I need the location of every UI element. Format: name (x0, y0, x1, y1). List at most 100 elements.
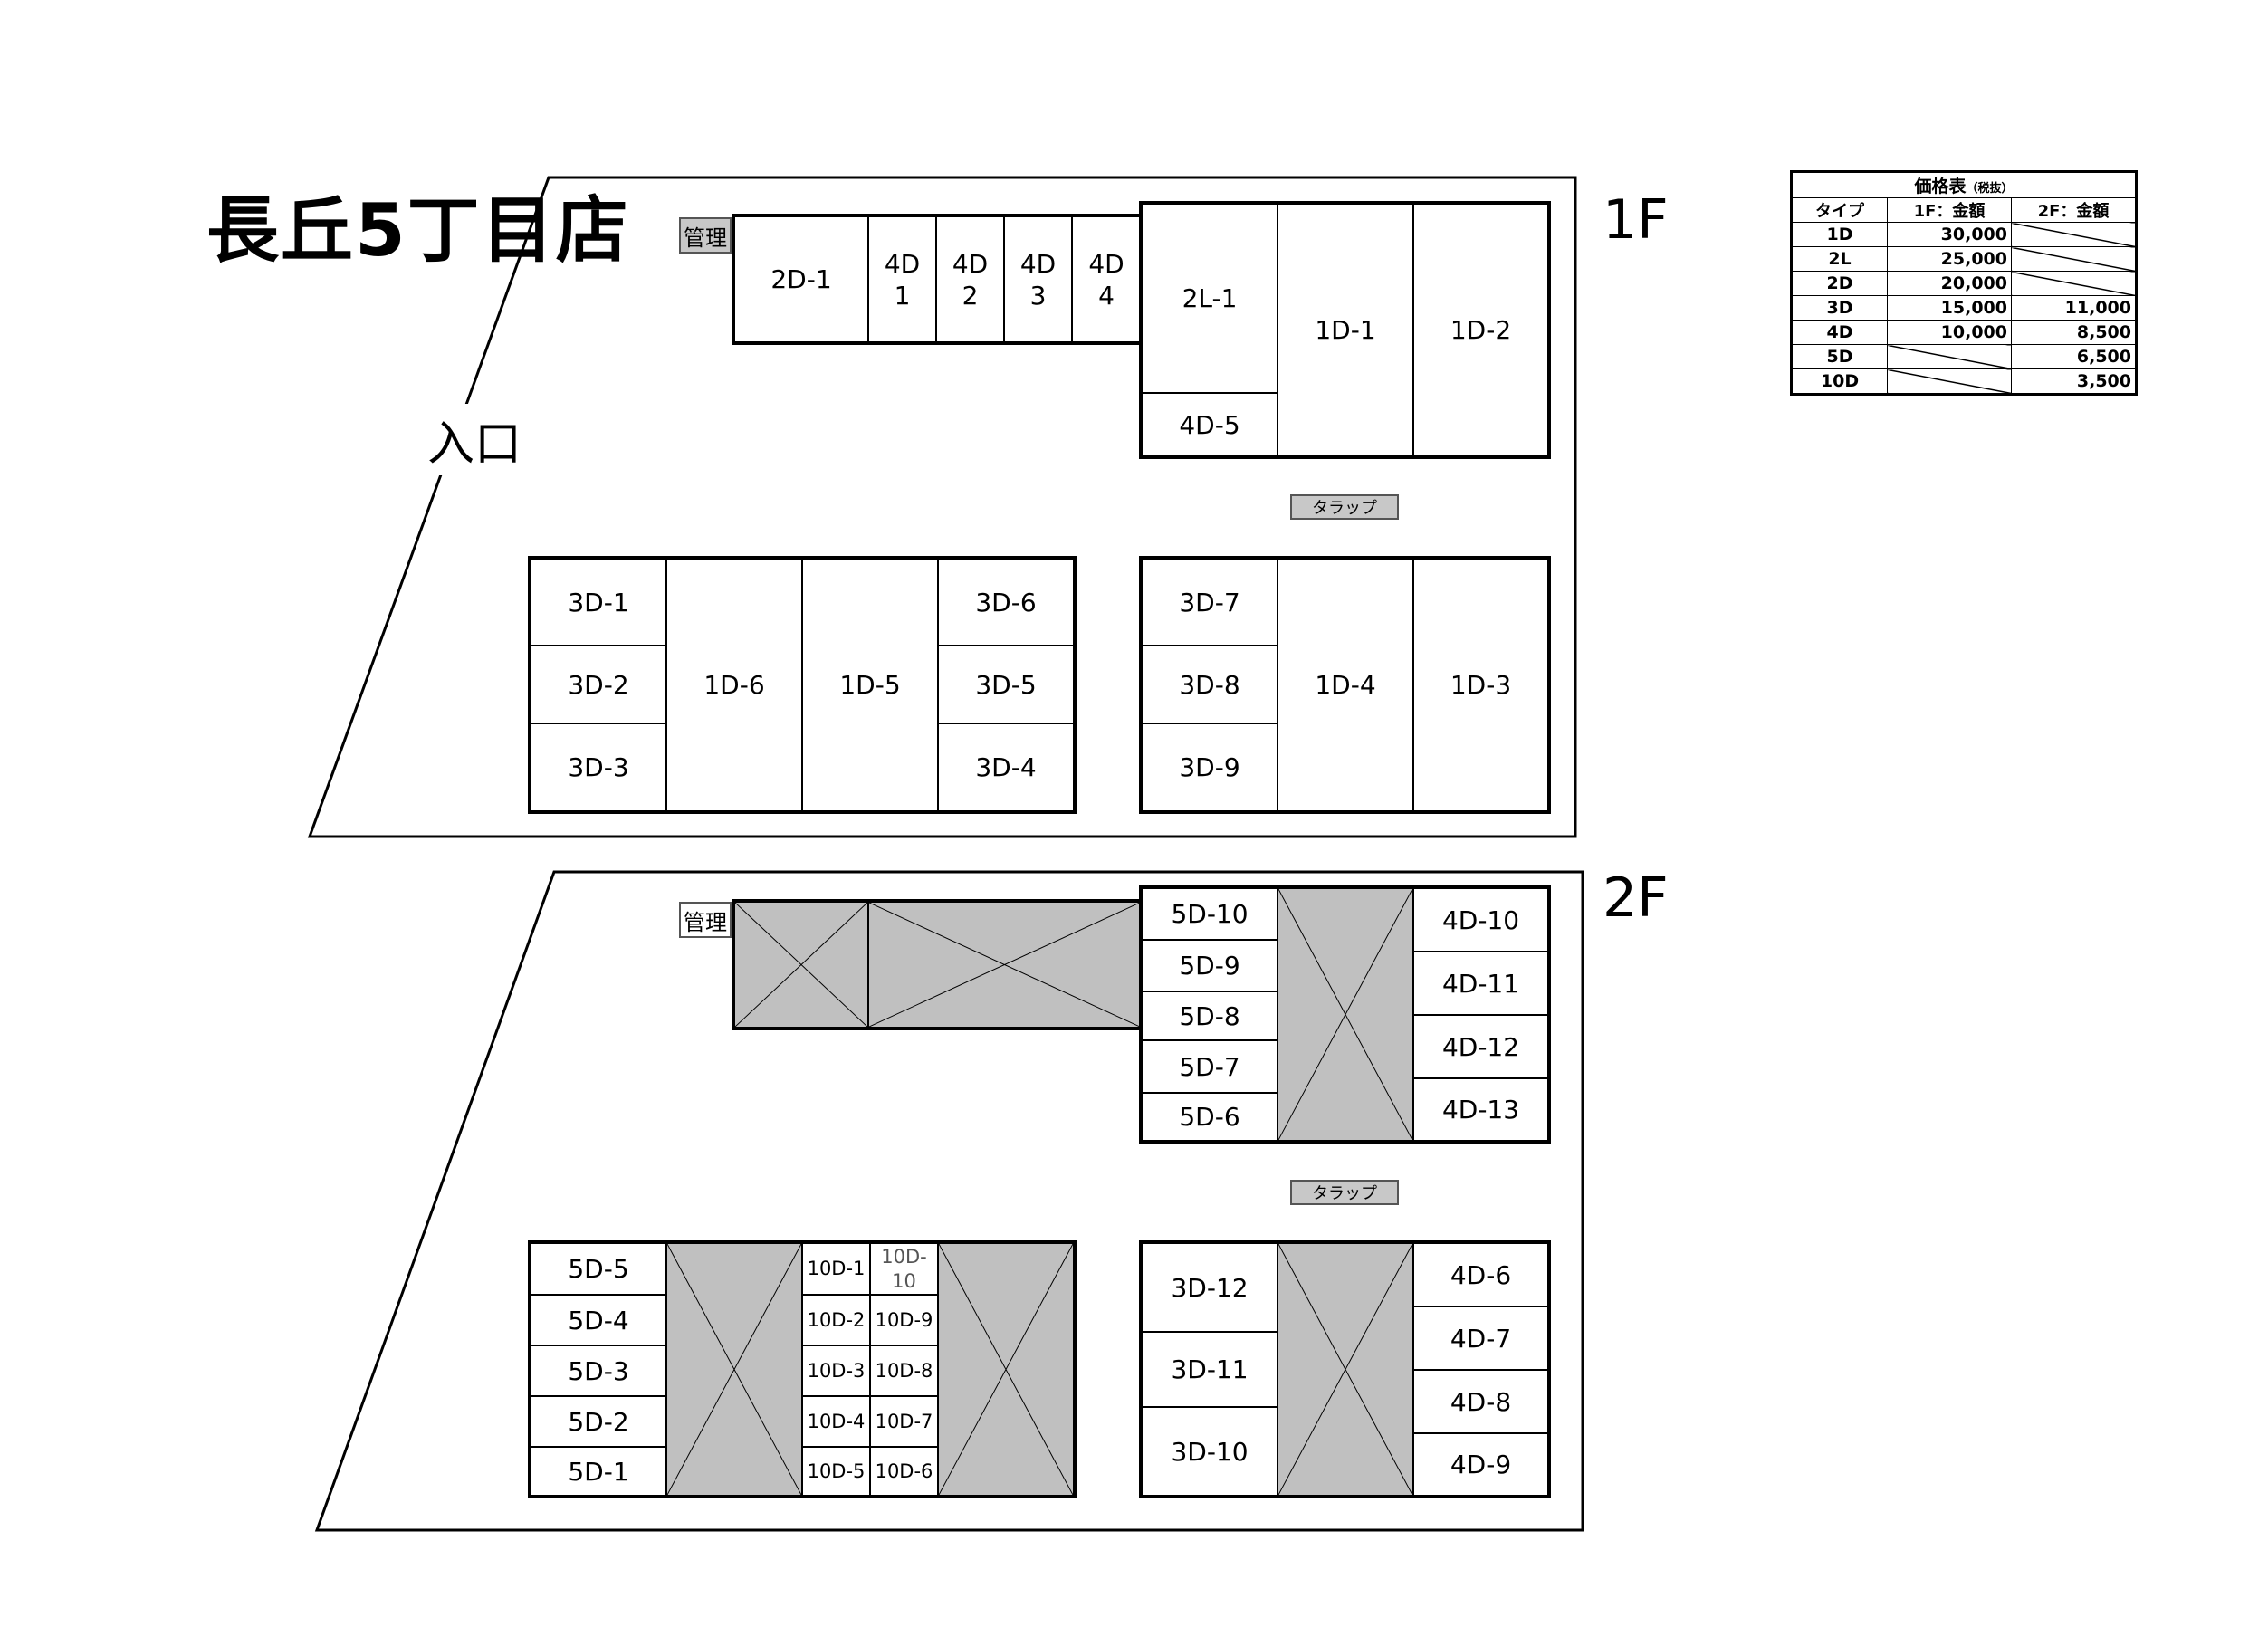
price-row-4d: 4D 10,000 8,500 (1791, 320, 2137, 345)
unit-3d-9[interactable]: 3D-9 (1141, 723, 1278, 812)
trap-tag-1f: タラップ (1290, 494, 1399, 520)
price-2f: 3,500 (2011, 368, 2137, 395)
unit-4d-1[interactable]: 4D 1 (867, 215, 937, 343)
page-title: 長丘5丁目店 (206, 188, 630, 273)
floor-label-2f: 2F (1603, 866, 1669, 930)
price-row-1d: 1D 30,000 (1791, 222, 2137, 247)
price-header-2f: 2F：金額 (2011, 197, 2137, 223)
price-header-type: タイプ (1791, 197, 1888, 223)
unit-2l-1[interactable]: 2L-1 (1141, 203, 1278, 394)
price-type: 3D (1791, 295, 1888, 321)
unit-5d-6[interactable]: 5D-6 (1141, 1092, 1278, 1142)
price-header-1f: 1F：金額 (1887, 197, 2012, 223)
unit-4d-7[interactable]: 4D-7 (1412, 1306, 1549, 1371)
unit-4d-5[interactable]: 4D-5 (1141, 392, 1278, 457)
unit-5d-7[interactable]: 5D-7 (1141, 1039, 1278, 1094)
unit-3d-1[interactable]: 3D-1 (530, 558, 667, 646)
price-table-caption: 価格表（税抜） (1791, 171, 2137, 198)
unit-10d-3[interactable]: 10D-3 (801, 1345, 871, 1397)
unit-1d-5[interactable]: 1D-5 (801, 558, 939, 812)
floor-label-1f: 1F (1603, 188, 1669, 252)
unit-10d-2[interactable]: 10D-2 (801, 1294, 871, 1346)
unit-1d-4[interactable]: 1D-4 (1277, 558, 1414, 812)
unit-3d-3[interactable]: 3D-3 (530, 723, 667, 812)
price-1f: 30,000 (1887, 222, 2012, 247)
unit-4d-2[interactable]: 4D 2 (935, 215, 1005, 343)
unit-10d-9[interactable]: 10D-9 (869, 1294, 939, 1346)
unit-4d-13[interactable]: 4D-13 (1412, 1077, 1549, 1142)
price-type: 2L (1791, 246, 1888, 272)
unit-4d-9[interactable]: 4D-9 (1412, 1432, 1549, 1497)
void-2f-1 (733, 901, 869, 1029)
unit-10d-4[interactable]: 10D-4 (801, 1395, 871, 1448)
void-2f-2 (867, 901, 1142, 1029)
unit-2d-1[interactable]: 2D-1 (733, 215, 869, 343)
price-1f: 10,000 (1887, 320, 2012, 345)
unit-3d-7[interactable]: 3D-7 (1141, 558, 1278, 646)
unit-4d-8[interactable]: 4D-8 (1412, 1369, 1549, 1434)
price-row-5d: 5D 6,500 (1791, 344, 2137, 369)
admin-tag-2f: 管理 (679, 902, 732, 938)
unit-3d-10[interactable]: 3D-10 (1141, 1406, 1278, 1497)
unit-3d-11[interactable]: 3D-11 (1141, 1331, 1278, 1408)
unit-4d-10[interactable]: 4D-10 (1412, 887, 1549, 952)
price-2f: 6,500 (2011, 344, 2137, 369)
unit-5d-10[interactable]: 5D-10 (1141, 887, 1278, 941)
unit-5d-9[interactable]: 5D-9 (1141, 939, 1278, 992)
unit-4d-3[interactable]: 4D 3 (1003, 215, 1073, 343)
unit-10d-6[interactable]: 10D-6 (869, 1446, 939, 1497)
unit-4d-4[interactable]: 4D 4 (1071, 215, 1142, 343)
price-table: 価格表（税抜） タイプ 1F：金額 2F：金額 1D 30,000 2L 25,… (1790, 170, 2138, 396)
unit-3d-5[interactable]: 3D-5 (937, 645, 1075, 724)
unit-5d-1[interactable]: 5D-1 (530, 1446, 667, 1497)
void-2f-5 (937, 1242, 1075, 1497)
unit-3d-2[interactable]: 3D-2 (530, 645, 667, 724)
unit-10d-5[interactable]: 10D-5 (801, 1446, 871, 1497)
price-2f-na (2011, 222, 2137, 247)
price-type: 5D (1791, 344, 1888, 369)
void-2f-3 (1277, 887, 1414, 1142)
unit-5d-3[interactable]: 5D-3 (530, 1345, 667, 1397)
unit-4d-6[interactable]: 4D-6 (1412, 1242, 1549, 1307)
unit-5d-5[interactable]: 5D-5 (530, 1242, 667, 1296)
unit-1d-2[interactable]: 1D-2 (1412, 203, 1549, 457)
price-row-10d: 10D 3,500 (1791, 368, 2137, 395)
void-2f-4 (665, 1242, 803, 1497)
unit-5d-4[interactable]: 5D-4 (530, 1294, 667, 1346)
unit-10d-7[interactable]: 10D-7 (869, 1395, 939, 1448)
unit-3d-8[interactable]: 3D-8 (1141, 645, 1278, 724)
admin-tag-1f: 管理 (679, 217, 732, 254)
price-type: 1D (1791, 222, 1888, 247)
unit-10d-1[interactable]: 10D-1 (801, 1242, 871, 1296)
unit-10d-10[interactable]: 10D-10 (869, 1242, 939, 1296)
price-2f: 11,000 (2011, 295, 2137, 321)
unit-5d-2[interactable]: 5D-2 (530, 1395, 667, 1448)
outline-2f (314, 870, 1584, 1532)
price-table-header-row: タイプ 1F：金額 2F：金額 (1791, 197, 2137, 223)
price-table-caption-row: 価格表（税抜） (1791, 171, 2137, 198)
price-type: 2D (1791, 271, 1888, 296)
unit-4d-11[interactable]: 4D-11 (1412, 951, 1549, 1016)
unit-3d-6[interactable]: 3D-6 (937, 558, 1075, 646)
unit-1d-1[interactable]: 1D-1 (1277, 203, 1414, 457)
price-type: 4D (1791, 320, 1888, 345)
price-2f: 8,500 (2011, 320, 2137, 345)
unit-3d-4[interactable]: 3D-4 (937, 723, 1075, 812)
unit-10d-8[interactable]: 10D-8 (869, 1345, 939, 1397)
unit-1d-6[interactable]: 1D-6 (665, 558, 803, 812)
unit-5d-8[interactable]: 5D-8 (1141, 991, 1278, 1041)
price-2f-na (2011, 246, 2137, 272)
price-table-note: （税抜） (1966, 182, 2014, 196)
price-type: 10D (1791, 368, 1888, 395)
unit-1d-3[interactable]: 1D-3 (1412, 558, 1549, 812)
price-2f-na (2011, 271, 2137, 296)
price-row-2d: 2D 20,000 (1791, 271, 2137, 296)
unit-4d-12[interactable]: 4D-12 (1412, 1014, 1549, 1079)
price-1f: 25,000 (1887, 246, 2012, 272)
price-row-3d: 3D 15,000 11,000 (1791, 295, 2137, 321)
price-1f: 20,000 (1887, 271, 2012, 296)
trap-tag-2f: タラップ (1290, 1180, 1399, 1205)
unit-3d-12[interactable]: 3D-12 (1141, 1242, 1278, 1333)
outline-1f (307, 176, 1577, 838)
